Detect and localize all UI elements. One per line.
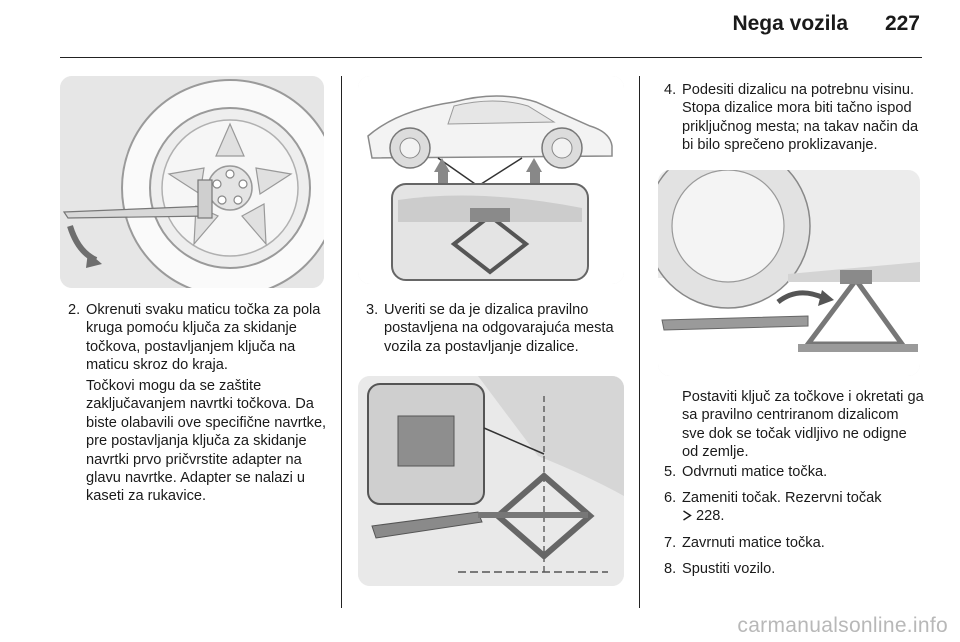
step-3: 3. Uveriti se da je dizalica pravilno po…	[366, 301, 626, 356]
step-8-text: Spustiti vozilo.	[682, 561, 776, 577]
column-divider-left	[341, 76, 342, 608]
arrow-reference-icon	[683, 510, 692, 521]
wheel-lock-note: Točkovi mogu da se zaštite zaključavanje…	[68, 377, 330, 506]
step-5-text: Odvrnuti matice točka.	[682, 464, 828, 480]
step-3-text: Uveriti se da je dizalica pravilno posta…	[384, 302, 614, 355]
car-jack-points-illustration	[358, 76, 624, 284]
step-5-number: 5.	[664, 464, 677, 480]
step-7-number: 7.	[664, 535, 677, 551]
step-6-text: Zameniti točak. Rezervni točak	[682, 490, 882, 506]
step-6: 6. Zameniti točak. Rezervni točak 228.	[664, 489, 924, 526]
step-4-number: 4.	[664, 82, 677, 98]
step-6-text-block: Zameniti točak. Rezervni točak 228.	[664, 489, 924, 526]
step-7-text: Zavrnuti matice točka.	[682, 535, 825, 551]
step-8: 8. Spustiti vozilo.	[664, 560, 924, 578]
jack-alignment-detail-illustration	[358, 376, 624, 586]
step-3-number: 3.	[366, 302, 379, 318]
source-watermark: carmanualsonline.info	[737, 614, 948, 637]
column-divider-right	[639, 76, 640, 608]
step-5: 5. Odvrnuti matice točka.	[664, 463, 924, 481]
page-title: Nega vozila	[732, 12, 848, 35]
jack-under-vehicle-illustration	[658, 170, 920, 376]
jack-raise-note: Postaviti ključ za točkove i okretati ga…	[664, 388, 924, 462]
jack-raise-note-text: Postaviti ključ za točkove i okretati ga…	[682, 389, 924, 461]
step-2: 2. Okrenuti svaku maticu točka za pola k…	[68, 301, 330, 375]
step-6-number: 6.	[664, 490, 677, 506]
wheel-lock-note-text: Točkovi mogu da se zaštite zaključavanje…	[86, 378, 327, 505]
step-4: 4. Podesiti dizalicu na potrebnu visinu.…	[664, 81, 924, 155]
page-number: 227	[884, 12, 920, 35]
step-7: 7. Zavrnuti matice točka.	[664, 534, 924, 552]
step-4-text: Podesiti dizalicu na potrebnu visinu. St…	[682, 82, 919, 154]
wheel-wrench-illustration	[60, 76, 324, 288]
header-divider	[60, 57, 922, 58]
step-2-number: 2.	[68, 302, 81, 318]
step-8-number: 8.	[664, 561, 677, 577]
step-2-text: Okrenuti svaku maticu točka za pola krug…	[86, 302, 321, 374]
page-reference-link[interactable]: 228.	[696, 508, 725, 525]
